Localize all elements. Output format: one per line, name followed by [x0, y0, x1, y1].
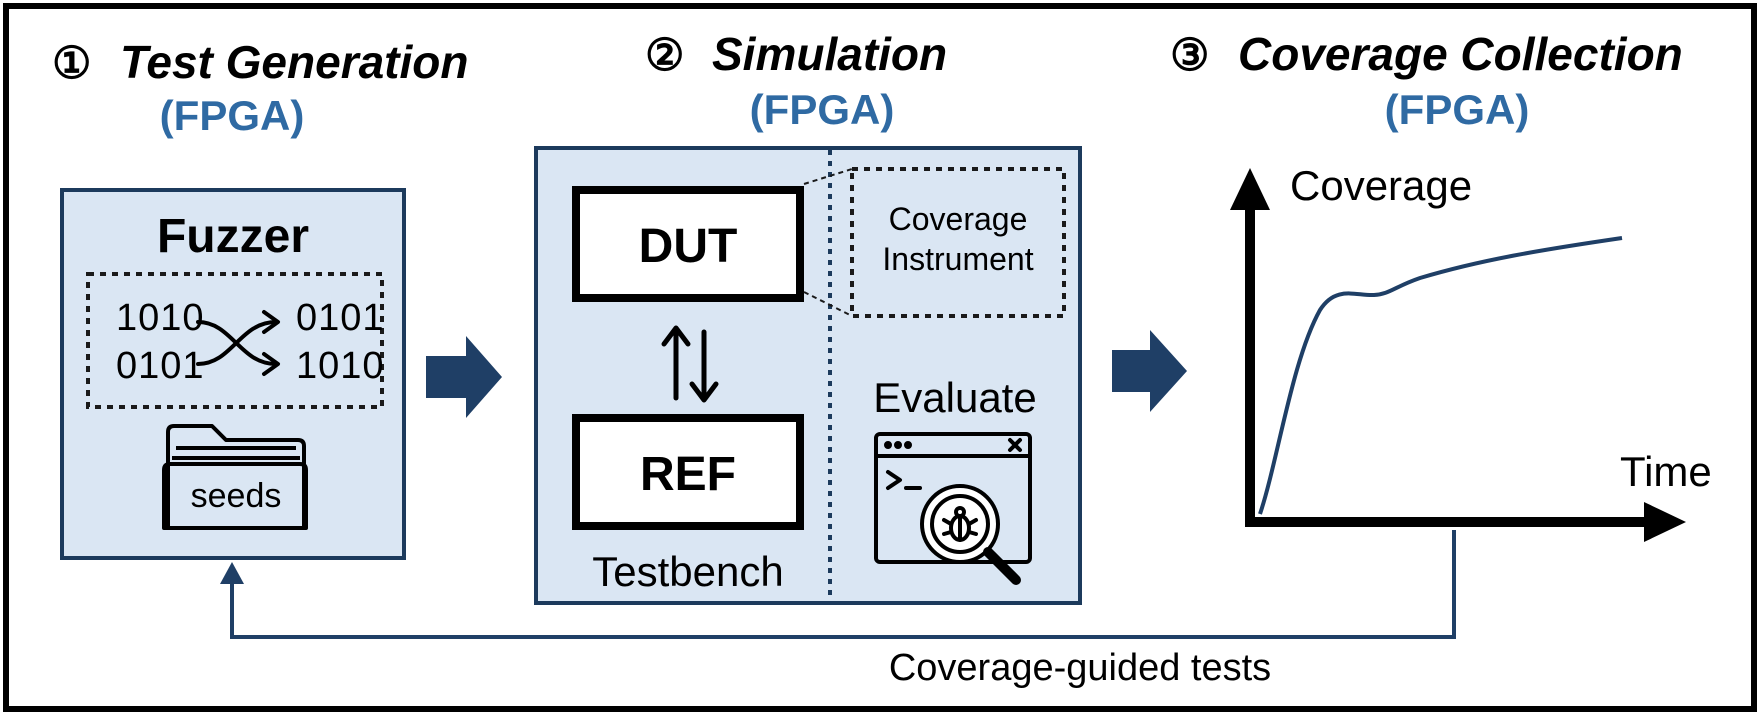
testbench-label: Testbench — [592, 548, 783, 595]
folder-icon — [162, 424, 308, 530]
coverage-instrument-line-1: Coverage — [889, 201, 1028, 237]
stage-3-platform: (FPGA) — [1385, 86, 1530, 133]
fuzzer-panel-box — [60, 188, 406, 560]
ref-label: REF — [640, 448, 736, 501]
y-axis-arrowhead — [1230, 168, 1270, 210]
feedback-line — [230, 530, 1456, 639]
feedback-arrowhead — [220, 562, 244, 584]
fuzzer-bits-out-2: 1010 — [296, 345, 385, 387]
fuzzer-mutation-box — [86, 272, 384, 409]
bidirectional-arrows-icon — [661, 325, 719, 403]
dut-box — [572, 186, 804, 302]
stage-1-header: ① Test Generation (FPGA) — [52, 36, 468, 139]
stage-1-number: ① — [52, 39, 91, 88]
feedback-label: Coverage-guided tests — [889, 647, 1271, 689]
coverage-curve — [1258, 236, 1623, 515]
coverage-chart: Coverage Time — [1230, 162, 1712, 542]
fuzzer-bits-in-2: 0101 — [116, 345, 205, 387]
arrow-to-simulation — [426, 336, 502, 418]
stage-3-number: ③ — [1170, 31, 1209, 80]
stage-2-platform: (FPGA) — [750, 86, 895, 133]
x-axis-arrowhead — [1644, 502, 1686, 542]
stage-2-number: ② — [645, 31, 684, 80]
stage-3-title: Coverage Collection — [1238, 28, 1683, 80]
simulation-panel: DUT REF Testbench Coverage Instrument Ev… — [534, 146, 1082, 605]
dut-label: DUT — [639, 220, 738, 273]
fuzzer-bits-in-1: 1010 — [116, 297, 205, 339]
shuffle-icon — [196, 310, 280, 376]
stage-3-header: ③ Coverage Collection (FPGA) — [1170, 28, 1683, 133]
stage-1-title: Test Generation — [120, 36, 468, 88]
x-axis-label: Time — [1620, 448, 1712, 495]
fuzzer-bits-out-1: 0101 — [296, 297, 385, 339]
fuzzer-title: Fuzzer — [157, 210, 309, 263]
stage-1-platform: (FPGA) — [160, 92, 305, 139]
seeds-label: seeds — [191, 477, 282, 515]
y-axis-label: Coverage — [1290, 162, 1472, 209]
stage-2-title: Simulation — [712, 28, 947, 80]
arrow-to-coverage — [1112, 330, 1187, 412]
bug-inspection-icon — [874, 432, 1032, 585]
fuzzer-panel: Fuzzer 1010 0101 0101 1010 seeds — [60, 188, 406, 560]
coverage-instrument-line-2: Instrument — [882, 241, 1033, 277]
evaluate-label: Evaluate — [873, 374, 1036, 421]
stage-2-header: ② Simulation (FPGA) — [645, 28, 947, 133]
ref-box — [572, 414, 804, 530]
